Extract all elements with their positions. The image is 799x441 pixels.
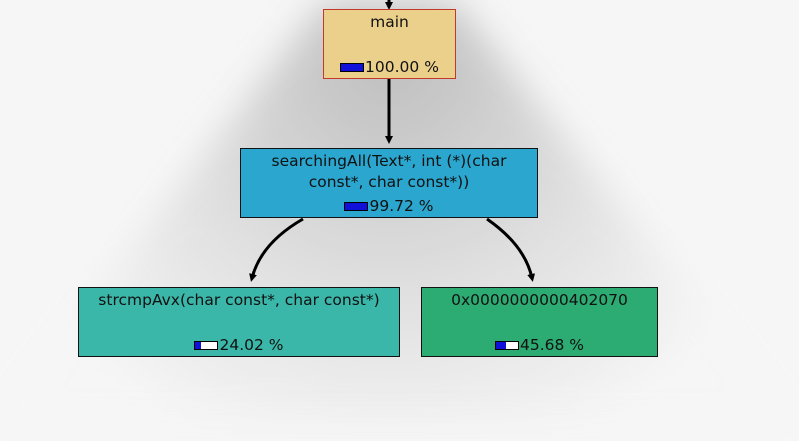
cost-bar <box>340 63 365 72</box>
cost-text: 45.68 % <box>519 336 585 354</box>
node-addr[interactable]: 0x0000000000402070 45.68 % <box>421 287 658 357</box>
node-searchingAll-label: searchingAll(Text*, int (*)(char const*,… <box>271 152 507 191</box>
cost-text: 99.72 % <box>369 197 434 215</box>
node-searchingAll[interactable]: searchingAll(Text*, int (*)(char const*,… <box>240 148 538 218</box>
cost-bar <box>194 341 219 350</box>
cost-bar <box>494 341 519 350</box>
cost-text: 100.00 % <box>365 58 439 76</box>
node-addr-cost: 45.68 % <box>422 336 657 354</box>
node-strcmpAvx[interactable]: strcmpAvx(char const*, char const*) 24.0… <box>78 287 400 357</box>
node-main[interactable]: main 100.00 % <box>323 9 456 79</box>
cost-bar <box>344 202 369 211</box>
node-strcmpAvx-label: strcmpAvx(char const*, char const*) <box>98 291 380 309</box>
node-main-label: main <box>370 13 409 31</box>
cost-bar-fill <box>341 64 364 71</box>
node-main-cost: 100.00 % <box>324 58 455 76</box>
node-addr-label: 0x0000000000402070 <box>451 291 628 309</box>
cost-bar-fill <box>495 342 507 349</box>
node-searchingAll-cost: 99.72 % <box>241 197 537 215</box>
edge-searchingAll-to-strcmpAvx <box>249 217 304 282</box>
node-strcmpAvx-cost: 24.02 % <box>79 336 399 354</box>
cost-bar-fill <box>195 342 201 349</box>
edge-searchingAll-to-addr <box>486 217 536 282</box>
cost-text: 24.02 % <box>219 336 284 354</box>
cost-bar-fill <box>345 203 368 210</box>
